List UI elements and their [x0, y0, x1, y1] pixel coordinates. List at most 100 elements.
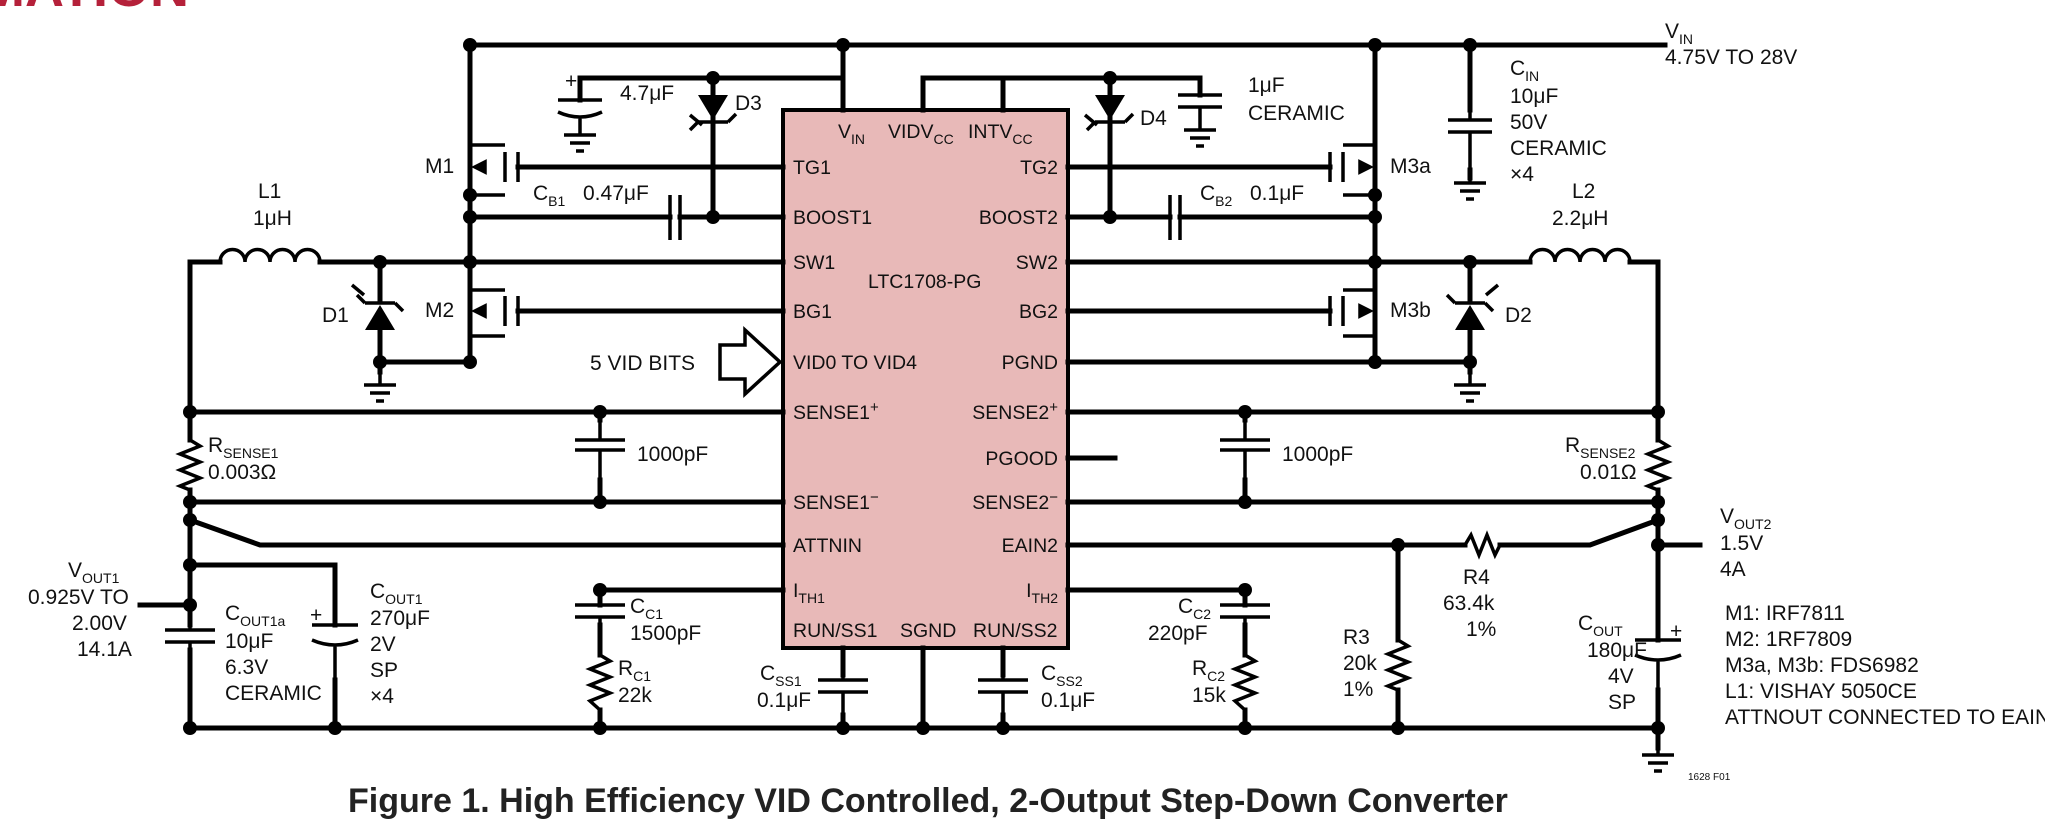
ground-symbol-1 [364, 372, 396, 403]
label-l2: L2 [1572, 180, 1595, 203]
junction-dot [183, 495, 197, 509]
label-m3b: M3b [1390, 299, 1431, 322]
note-3: L1: VISHAY 5050CE [1725, 680, 1917, 703]
junction-dot [706, 71, 720, 85]
mosfet-m1 [470, 143, 520, 197]
diode-d3 [688, 95, 738, 132]
junction-dot [183, 405, 197, 419]
junction-dot [463, 355, 477, 369]
label-cout1a-v2: CERAMIC [225, 682, 322, 705]
label-vout1-v1: 2.00V [72, 612, 127, 635]
label-r3-v1: 1% [1343, 678, 1373, 701]
junction-dot [593, 721, 607, 735]
junction-dot [1238, 405, 1252, 419]
note-2: M3a, M3b: FDS6982 [1725, 654, 1919, 677]
junction-dot [1651, 495, 1665, 509]
capacitor-cout [1634, 638, 1682, 690]
junction-dot [1368, 355, 1382, 369]
vin-range: 4.75V TO 28V [1665, 46, 1797, 69]
label-r4-v1: 1% [1466, 618, 1496, 641]
junction-dot [463, 210, 477, 224]
ic-pin-right-2: SW2 [1016, 252, 1058, 274]
label-cout1-v1: 2V [370, 633, 396, 656]
note-1: M2: 1RF7809 [1725, 628, 1852, 651]
label-rsense2: RSENSE2 [1565, 434, 1636, 461]
junction-dot [1103, 71, 1117, 85]
figure-caption: Figure 1. High Efficiency VID Controlled… [348, 782, 1508, 820]
capacitor-1uf [1178, 93, 1222, 125]
label-vout1-v0: 0.925V TO [28, 586, 129, 609]
capacitor-cout1 [311, 623, 359, 680]
label-rsense1-value: 0.003Ω [208, 461, 276, 484]
junction-dot [1368, 210, 1382, 224]
label-cout1a: COUT1a [225, 602, 286, 629]
junction-dot [1463, 255, 1477, 269]
label-cout-v2: SP [1608, 691, 1636, 714]
mosfet-m3b [1328, 288, 1375, 338]
ic-pin-right-7: SENSE2− [972, 489, 1058, 514]
label-vout1-v2: 14.1A [77, 638, 132, 661]
label-cin-v3: ×4 [1510, 163, 1534, 186]
label-cout: COUT [1578, 612, 1623, 639]
label-cc2: CC2 [1178, 595, 1211, 622]
label-l1: L1 [258, 180, 281, 203]
junction-dot [593, 583, 607, 597]
junction-dot [183, 513, 197, 527]
label-vout2-v1: 4A [1720, 558, 1746, 581]
label-cin: CIN [1510, 57, 1539, 84]
label-cb2-value: 0.1μF [1250, 182, 1304, 205]
ic-pin-bottom-1: SGND [900, 620, 956, 642]
label-rc1: RC1 [618, 657, 651, 684]
junction-dot [1651, 405, 1665, 419]
ic-pin-right-3: BG2 [1019, 301, 1058, 323]
label-rsense2-value: 0.01Ω [1580, 461, 1637, 484]
label-1000pf-right: 1000pF [1282, 443, 1353, 466]
capacitor-cin [1448, 110, 1492, 170]
label-cb1: CB1 [533, 182, 566, 209]
ic-pin-left-7: ATTNIN [793, 535, 862, 557]
junction-dot [183, 598, 197, 612]
label-l1-value: 1μH [253, 207, 292, 230]
svg-text:+: + [565, 70, 577, 93]
label-d3: D3 [735, 92, 762, 115]
resistor-rc2 [1230, 653, 1260, 712]
junction-dot [706, 210, 720, 224]
vin-label: VIN [1665, 20, 1693, 47]
ic-pin-top-2: INTVCC [968, 121, 1033, 147]
label-cc1: CC1 [630, 595, 663, 622]
label-cout1-v2: SP [370, 659, 398, 682]
label-vout2-v0: 1.5V [1720, 532, 1763, 555]
junction-dot [593, 405, 607, 419]
capacitor-css2 [978, 675, 1028, 715]
ic-pin-right-9: ITH2 [1026, 580, 1058, 606]
ic-pin-bottom-2: RUN/SS2 [973, 620, 1058, 642]
label-r4-v0: 63.4k [1443, 592, 1495, 615]
label-rc2: RC2 [1192, 657, 1225, 684]
ic-pin-left-8: ITH1 [793, 580, 825, 606]
svg-text:+: + [310, 604, 322, 627]
mosfet-m3a [1328, 143, 1375, 197]
label-cout1a-v0: 10μF [225, 630, 273, 653]
ic-pin-right-4: PGND [1002, 352, 1058, 374]
label-css2: CSS2 [1041, 662, 1083, 689]
inductor-l1 [218, 247, 322, 263]
label-cout1-v0: 270μF [370, 607, 430, 630]
label-cc2-value: 220pF [1148, 622, 1208, 645]
junction-dots [183, 38, 1665, 735]
junction-dot [836, 38, 850, 52]
label-m3a: M3a [1390, 155, 1431, 178]
capacitor-css1 [818, 675, 868, 715]
ic-pin-right-5: SENSE2+ [972, 399, 1058, 424]
label-l2-value: 2.2μH [1552, 207, 1608, 230]
resistor-r3 [1383, 638, 1413, 692]
ic-pin-left-4: VID0 TO VID4 [793, 352, 917, 374]
resistor-rsense2 [1643, 438, 1673, 492]
junction-dot [183, 558, 197, 572]
junction-dot [373, 355, 387, 369]
label-cin-v0: 10μF [1510, 85, 1558, 108]
junction-dot [1238, 495, 1252, 509]
ground-symbol-2 [1454, 372, 1486, 403]
ic-body [781, 108, 1070, 650]
svg-text:+: + [1670, 620, 1682, 643]
